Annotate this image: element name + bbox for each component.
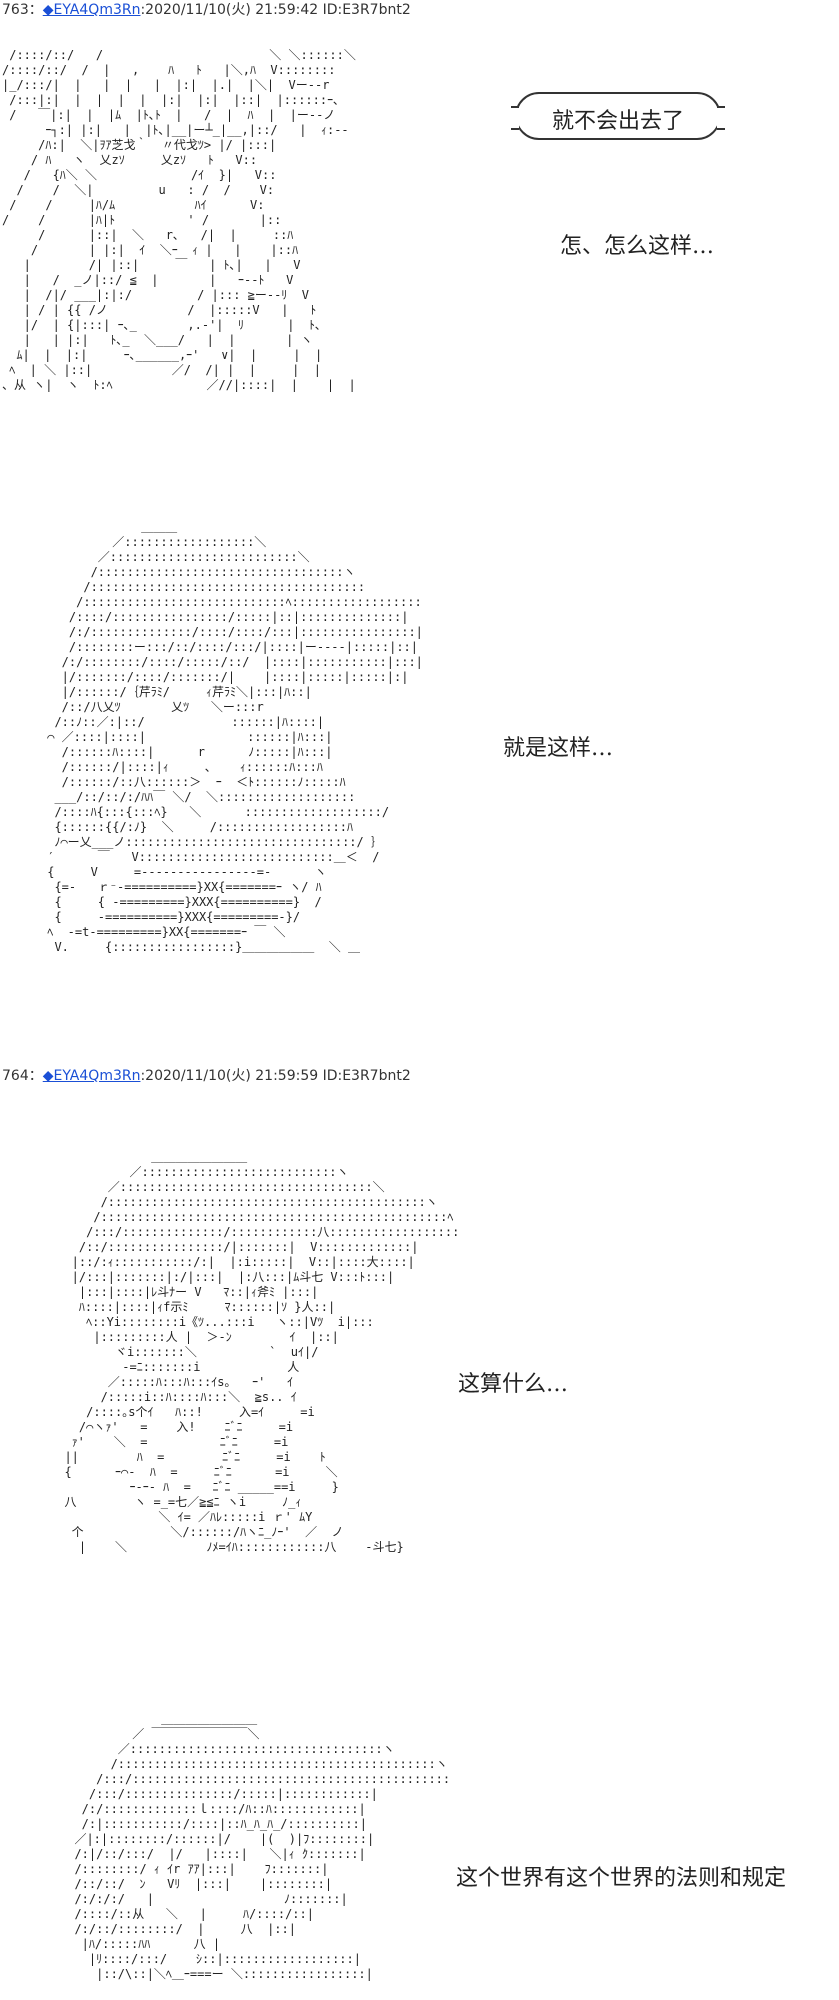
- bubble-notch-right: [717, 106, 725, 130]
- poster-tripcode-link[interactable]: ◆EYA4Qm3Rn: [42, 2, 141, 18]
- poster-tripcode-link[interactable]: ◆EYA4Qm3Rn: [42, 1068, 141, 1084]
- post-datetime: :2020/11/10(火) 21:59:42 ID:E3R7bnt2: [140, 2, 411, 18]
- ascii-art-panel-2: ＿＿＿ ／::::::::::::::::::＼ ／::::::::::::::…: [47, 520, 423, 954]
- ascii-art-panel-4: ＿＿＿＿＿＿＿＿ ／ ￣￣￣￣￣￣￣￣＼ ／::::::::::::::::::…: [74, 1712, 451, 1981]
- ascii-art-panel-3: ＿＿＿＿＿＿＿＿ ／:::::::::::::::::::::::::::ヽ ／…: [64, 1150, 460, 1554]
- post-number: 764: [2, 1068, 29, 1084]
- caption-panel-2: 就是这样…: [503, 736, 614, 761]
- post-separator: ：: [28, 2, 43, 18]
- caption-panel-3: 这算什么…: [458, 1372, 569, 1397]
- post-header-763: 763：◆EYA4Qm3Rn:2020/11/10(火) 21:59:42 ID…: [2, 1, 411, 19]
- speech-bubble: 就不会出去了: [511, 92, 725, 140]
- post-header-764: 764：◆EYA4Qm3Rn:2020/11/10(火) 21:59:59 ID…: [2, 1067, 411, 1085]
- post-separator: ：: [28, 1068, 43, 1084]
- post-datetime: :2020/11/10(火) 21:59:59 ID:E3R7bnt2: [140, 1068, 411, 1084]
- caption-panel-1: 怎、怎么这样…: [560, 234, 715, 259]
- post-number: 763: [2, 2, 29, 18]
- speech-bubble-text: 就不会出去了: [551, 109, 684, 134]
- caption-panel-4: 这个世界有这个世界的法则和规定: [456, 1866, 787, 1891]
- ascii-art-panel-1: /::::/::/ / ＼ ＼::::::＼ /::::/::/ / | , ﾊ…: [2, 48, 356, 392]
- bubble-notch-left: [511, 106, 519, 130]
